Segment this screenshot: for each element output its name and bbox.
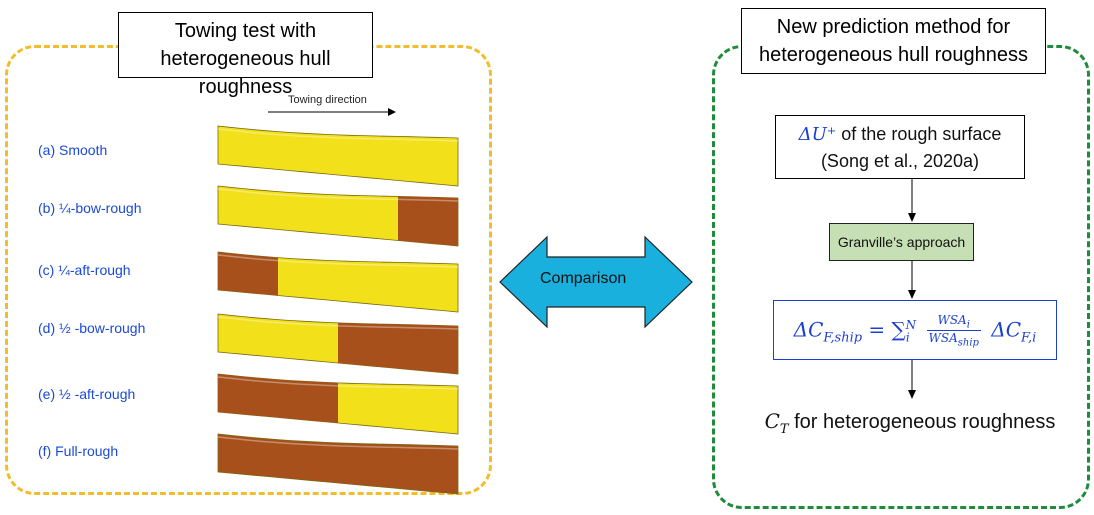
reference-text: (Song et al., 2020a) [820,151,980,171]
formula-rhs: ΔC [991,317,1022,342]
towing-test-title: Towing test with heterogeneous hull roug… [118,12,373,98]
hull-deck-line [217,188,459,202]
total-resistance-result: CT for heterogeneous roughness [750,409,1070,437]
friction-formula-box: ΔCF,ship = ∑iN WSAi WSAship ΔCF,i [773,300,1057,360]
prediction-title-line2: heterogeneous hull roughness [758,44,1029,66]
formula-rhs-sub: F,i [1021,330,1037,346]
ct-subscript: T [779,422,789,437]
hull-deck-line [217,128,459,142]
formula-sum-sub: i [905,330,910,345]
fraction-denominator: WSA [928,331,958,346]
granville-approach-box: Granville’s approach [829,223,974,261]
fraction-denominator-sub: ship [957,337,979,349]
hull-label-half-bow-rough: (d) ½ -bow-rough [38,320,146,336]
hull-half-aft-rough [217,373,459,435]
towing-test-title-line1: Towing test with [174,20,317,42]
hull-body [217,433,459,495]
flow-arrow-2 [908,261,916,299]
formula-fraction: WSAi WSAship [926,313,981,349]
hull-deck-line [217,254,459,268]
hull-deck-line [217,376,459,390]
hull-label-quarter-bow-rough: (b) ¼-bow-rough [38,200,142,216]
hull-deck-line [217,316,459,330]
flow-arrow-1 [908,179,916,222]
hull-body [217,125,459,187]
formula-sum: = ∑ [862,317,906,342]
hull-quarter-aft-rough [217,251,459,313]
flow-arrow-3 [908,360,916,399]
towing-test-title-line2: heterogeneous hull roughness [160,48,331,98]
prediction-title-line1: New prediction method for [776,16,1011,38]
hull-label-quarter-aft-rough: (c) ¼-aft-rough [38,262,131,278]
fraction-numerator: WSA [937,313,967,327]
ct-symbol: C [764,409,780,433]
towing-direction-label: Towing direction [288,94,367,106]
hull-full-rough [217,433,459,495]
hull-smooth [217,125,459,187]
formula-lhs: ΔC [793,317,824,342]
comparison-label: Comparison [540,270,627,287]
formula-sum-sup: N [905,317,917,332]
ct-text: for heterogeneous roughness [788,411,1056,433]
delta-u-plus-symbol: ΔU⁺ [798,124,837,145]
rough-region [338,322,458,374]
rough-region [218,252,278,296]
hull-deck-line [217,436,459,450]
hull-label-half-aft-rough: (e) ½ -aft-rough [38,386,136,402]
hull-label-smooth: (a) Smooth [38,142,108,158]
prediction-method-title: New prediction method for heterogeneous … [741,8,1046,74]
hull-quarter-bow-rough [217,185,459,247]
formula-lhs-sub: F,ship [823,330,863,346]
rough-surface-text: of the rough surface [836,124,1002,144]
fraction-numerator-sub: i [966,319,970,331]
hull-half-bow-rough [217,313,459,375]
roughness-function-box: ΔU⁺ of the rough surface (Song et al., 2… [775,115,1025,179]
towing-direction-arrow [268,108,396,116]
rough-region [218,374,338,423]
hull-models [217,125,459,495]
rough-region [398,196,458,246]
comparison-double-arrow [499,235,693,329]
hull-label-full-rough: (f) Full-rough [38,443,119,459]
